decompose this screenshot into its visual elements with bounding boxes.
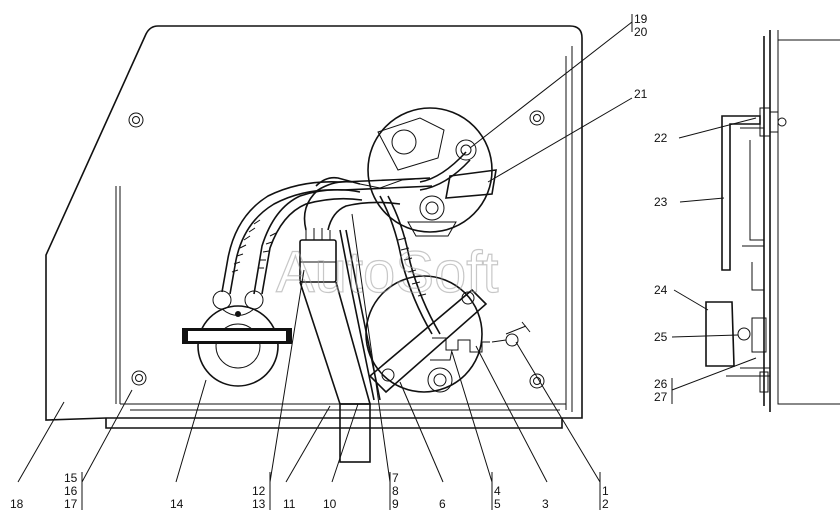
round-device-14 — [182, 290, 292, 387]
label-4: 4 — [494, 484, 501, 498]
label-5: 5 — [494, 497, 501, 511]
label-8: 8 — [392, 484, 399, 498]
panel-bolt-top-right — [529, 110, 545, 126]
side-view — [705, 30, 840, 412]
watermark-text: AutoSoft — [276, 240, 498, 305]
label-9: 9 — [392, 497, 399, 511]
label-13: 13 — [252, 497, 266, 511]
leader-lines — [17, 14, 757, 510]
label-21: 21 — [634, 87, 648, 101]
label-1: 1 — [602, 484, 609, 498]
label-19: 19 — [634, 12, 648, 26]
label-7: 7 — [392, 471, 399, 485]
label-11: 11 — [283, 497, 296, 511]
label-10: 10 — [323, 497, 337, 511]
label-20: 20 — [634, 25, 648, 39]
mounting-panel — [45, 25, 583, 429]
label-18: 18 — [10, 497, 24, 511]
label-23: 23 — [654, 195, 668, 209]
label-6: 6 — [439, 497, 446, 511]
label-12: 12 — [252, 484, 266, 498]
label-2: 2 — [602, 497, 609, 511]
label-3: 3 — [542, 497, 549, 511]
label-25: 25 — [654, 330, 668, 344]
label-14: 14 — [170, 497, 184, 511]
label-24: 24 — [654, 283, 668, 297]
panel-bolt-top-left — [128, 112, 144, 128]
panel-bolt-bottom-left — [131, 370, 147, 386]
label-15: 15 — [64, 471, 78, 485]
label-26: 26 — [654, 377, 668, 391]
upper-round-relay — [367, 107, 497, 237]
cable-strap-10 — [299, 281, 372, 463]
label-16: 16 — [64, 484, 78, 498]
label-22: 22 — [654, 131, 668, 145]
callout-labels: 19 20 21 22 23 24 25 26 27 1 2 3 4 5 6 7… — [10, 12, 668, 511]
label-27: 27 — [654, 390, 668, 404]
label-17: 17 — [64, 497, 78, 511]
wiring-harness — [221, 151, 471, 401]
connector-block-12 — [299, 228, 337, 283]
